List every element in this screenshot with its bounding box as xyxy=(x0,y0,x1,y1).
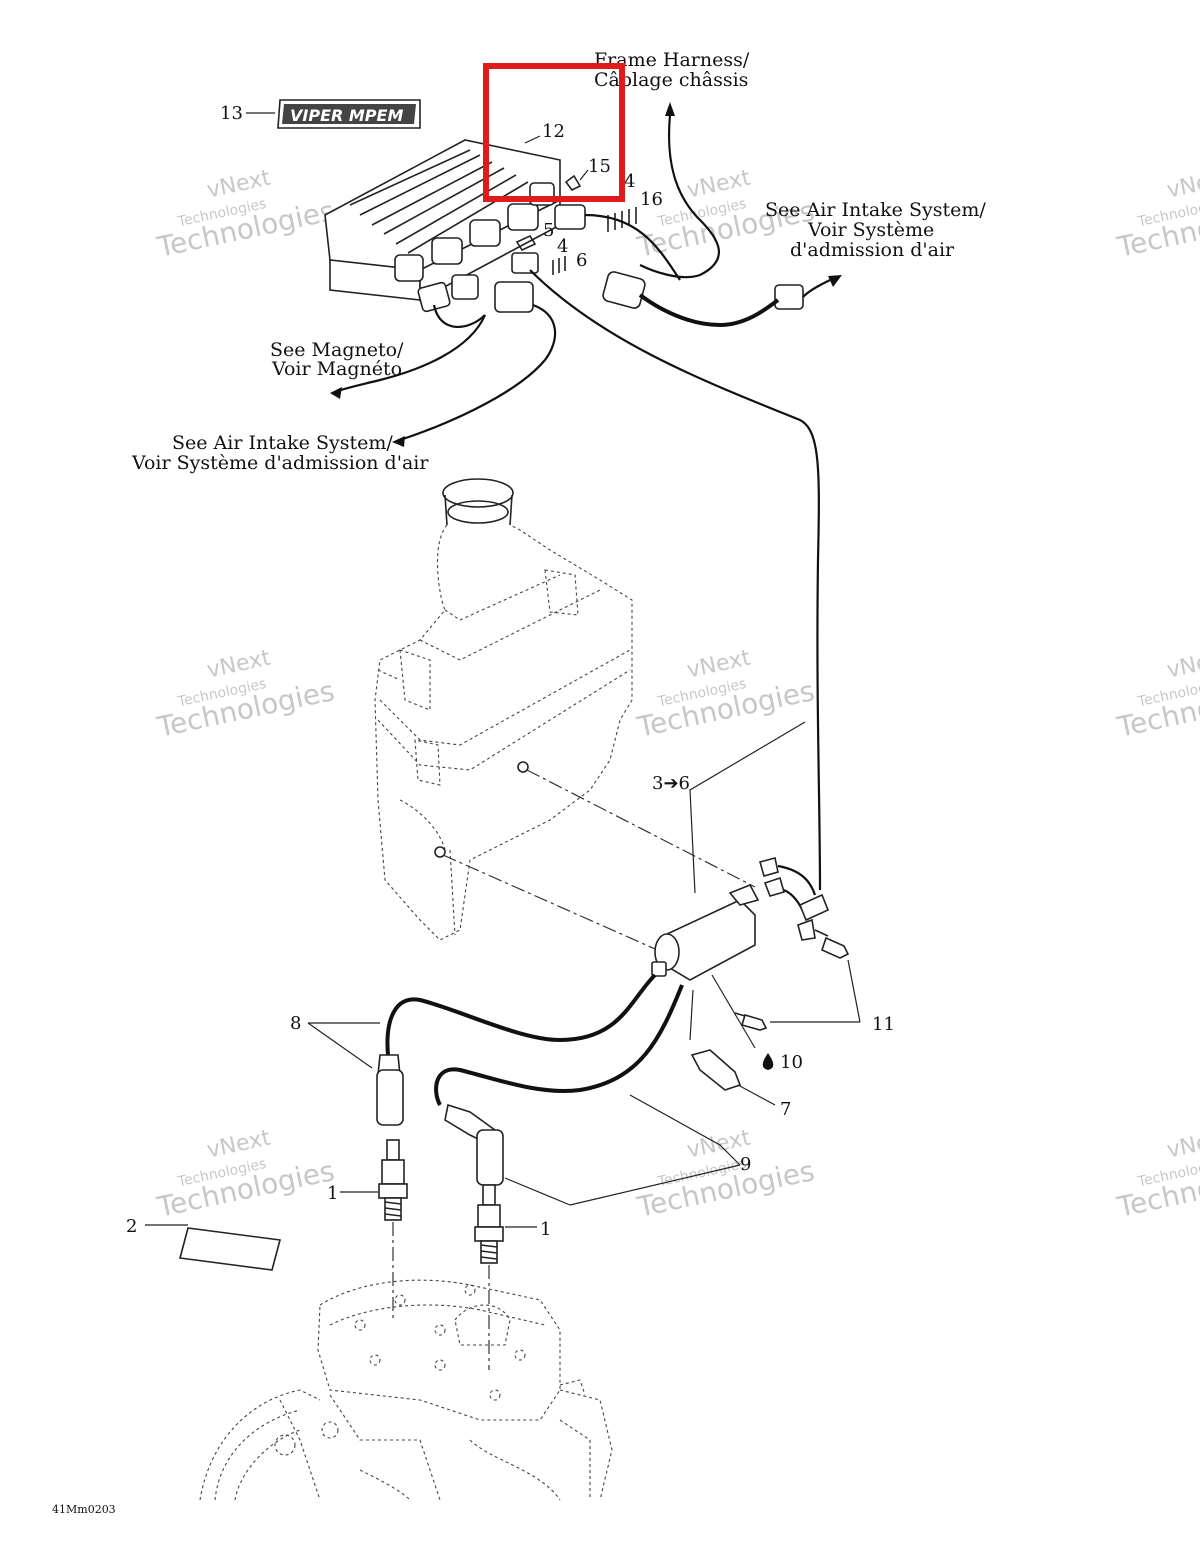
wires-upper xyxy=(334,114,831,891)
oil-tank xyxy=(374,478,633,941)
hardware[interactable] xyxy=(690,929,850,1091)
reference-labels: Frame Harness/ Câblage châssis See Air I… xyxy=(52,49,986,1516)
highlight-box xyxy=(483,63,625,202)
callout-9: 9 xyxy=(740,1154,751,1175)
callout-11: 11 xyxy=(872,1014,895,1035)
callout-7: 7 xyxy=(780,1099,791,1120)
frame-harness-line-2: Câblage châssis xyxy=(594,69,748,91)
watermark-line-1: vNext xyxy=(1165,166,1200,204)
magneto-line-2: Voir Magnéto xyxy=(271,358,402,380)
watermark-line-1: vNext xyxy=(1165,646,1200,684)
callout-3-to-6: 3➔6 xyxy=(652,773,690,794)
ignition-coil[interactable] xyxy=(651,857,830,981)
callout-4-lower: 4 xyxy=(557,236,568,257)
air-intake-right-line-1: See Air Intake System/ xyxy=(765,199,986,221)
callout-12: 12 xyxy=(542,121,565,142)
air-intake-left-line-2: Voir Système d'admission d'air xyxy=(131,452,429,474)
mount-lines xyxy=(442,769,756,961)
viper-decal[interactable]: VIPER MPEM xyxy=(277,99,421,129)
callout-8: 8 xyxy=(290,1013,301,1034)
leader-lines xyxy=(145,112,861,1228)
drawing-code: 41Mm0203 xyxy=(52,1503,116,1516)
callout-5: 5 xyxy=(543,220,554,241)
warning-decal[interactable] xyxy=(178,1227,282,1271)
spark-plugs[interactable] xyxy=(378,1139,504,1370)
air-intake-right-line-3: d'admission d'air xyxy=(790,239,955,261)
watermark-line-1: vNext xyxy=(1165,1126,1200,1164)
callout-16: 16 xyxy=(640,189,663,210)
decal-text: VIPER MPEM xyxy=(290,106,403,125)
frame-harness-line-1: Frame Harness/ xyxy=(594,49,750,71)
callout-2: 2 xyxy=(126,1216,137,1237)
magneto-line-1: See Magneto/ xyxy=(270,339,404,361)
callout-1-left: 1 xyxy=(327,1183,338,1204)
callout-1-right: 1 xyxy=(540,1219,551,1240)
callout-6: 6 xyxy=(576,250,587,271)
spark-plug-wires[interactable] xyxy=(376,973,684,1186)
callout-numbers: 13 12 15 4 16 5 4 6 3➔6 8 11 10 7 9 1 1 … xyxy=(126,103,895,1240)
air-intake-left-line-1: See Air Intake System/ xyxy=(172,432,393,454)
harness-connectors[interactable] xyxy=(417,174,804,313)
callout-13: 13 xyxy=(220,103,243,124)
mpem-module[interactable] xyxy=(324,139,561,302)
callout-10: 10 xyxy=(780,1052,803,1073)
engine-head xyxy=(199,1279,613,1501)
air-intake-right-line-2: Voir Système xyxy=(807,219,934,241)
callout-4-upper: 4 xyxy=(624,171,635,192)
callout-15: 15 xyxy=(588,156,611,177)
arrowheads xyxy=(330,102,842,447)
